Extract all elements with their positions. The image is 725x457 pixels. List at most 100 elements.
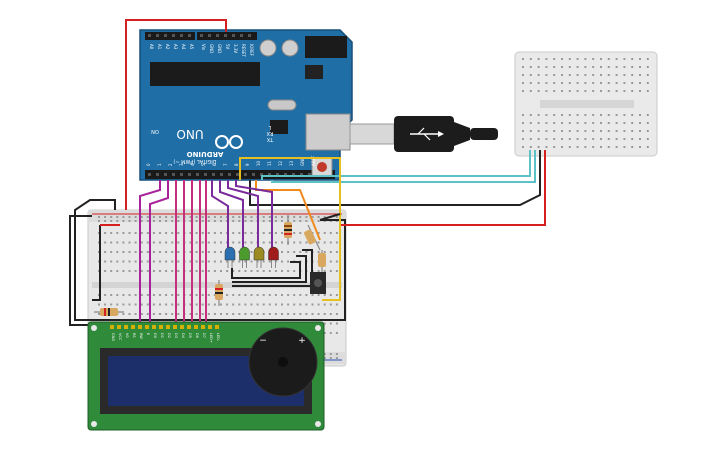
digital-pin-label: 3 (179, 163, 184, 166)
rx-label: RX (266, 130, 273, 136)
lcd-pin[interactable] (208, 325, 212, 329)
digital-pin-label: AREF (311, 155, 316, 166)
lcd-pin-label: GND (111, 333, 115, 341)
wire-black-loop-3[interactable] (232, 249, 313, 287)
leds (224, 246, 279, 268)
wire-led-red[interactable] (235, 180, 273, 248)
led-red[interactable] (268, 246, 279, 268)
wire-led-blue[interactable] (211, 180, 229, 248)
analog-pin-label: A1 (157, 44, 162, 50)
usb-b-port[interactable] (305, 113, 351, 151)
digital-pin-label: 5 (201, 163, 206, 166)
led-green[interactable] (239, 246, 250, 268)
wire-gnd-black-1[interactable] (74, 199, 346, 321)
arduino-model: UNO (176, 127, 203, 141)
wire-black-loop-1[interactable] (231, 261, 301, 279)
digital-pin-label: 7 (223, 163, 228, 166)
lcd-pin[interactable] (166, 325, 170, 329)
lcd-pin[interactable] (138, 325, 142, 329)
lcd-pin[interactable] (117, 325, 121, 329)
lcd-pin-label: V0 (125, 333, 129, 338)
l-label: L (268, 124, 271, 130)
usb-cable[interactable] (349, 116, 498, 152)
wire-orange[interactable] (255, 180, 321, 241)
lcd-pin[interactable] (124, 325, 128, 329)
power-pin-label: 3.3V (233, 44, 238, 53)
lcd-pin-label: D5 (188, 333, 192, 338)
lcd-pin[interactable] (187, 325, 191, 329)
lcd-pin[interactable] (194, 325, 198, 329)
crystal-oscillator (267, 99, 297, 111)
resistor-4[interactable] (94, 308, 124, 316)
lcd-pin[interactable] (110, 325, 114, 329)
wire-red-mini[interactable] (340, 150, 546, 226)
digital-pin-label: 12 (278, 160, 283, 166)
power-pin-label: GND (217, 44, 222, 53)
lcd-pin-label: D0 (153, 333, 157, 338)
wire-5v-red[interactable] (125, 19, 227, 210)
wire-led-yellow[interactable] (227, 180, 259, 248)
piezo-buzzer[interactable]: − + (248, 327, 318, 397)
lcd-pin-label: RW (139, 333, 143, 339)
wire-led-green[interactable] (219, 180, 244, 248)
lcd-pin[interactable] (131, 325, 135, 329)
wires[interactable] (69, 19, 546, 326)
digital-pin-label: 0 (146, 163, 151, 166)
wire-gnd-mini[interactable] (249, 150, 541, 206)
reset-button-cap[interactable] (317, 162, 327, 172)
power-pin-label: Vin (201, 44, 206, 51)
lcd-pin[interactable] (152, 325, 156, 329)
power-label: POWER (170, 180, 189, 186)
lcd-pin-label: LED+ (209, 333, 213, 343)
wire-lcd-1[interactable] (139, 180, 161, 325)
resistor-1[interactable] (284, 215, 292, 245)
lcd-pin[interactable] (145, 325, 149, 329)
atmega-chip (150, 62, 260, 86)
mini-breadboard-holes (522, 58, 649, 148)
wire-cyan-2[interactable] (271, 150, 536, 183)
digital-pin-label: 4 (190, 163, 195, 166)
led-yellow[interactable] (253, 246, 265, 268)
analog-pin-label: A3 (173, 44, 178, 50)
digital-pin-label: 6 (212, 163, 217, 166)
wire-gnd-black-2[interactable] (69, 215, 100, 326)
wire-lcd-2[interactable] (149, 180, 169, 325)
lcd-pin[interactable] (180, 325, 184, 329)
wire-black-end[interactable] (319, 213, 341, 221)
analog-pin-label: A2 (165, 44, 170, 50)
arduino-uno-board[interactable]: ARDUINO UNO ANALOG IN POWER DIGITAL (PWM… (139, 29, 353, 186)
digital-pin-label: 1 (157, 163, 162, 166)
lcd-pin-label: D4 (181, 333, 185, 339)
digital-label: DIGITAL (PWM ~) (173, 158, 216, 164)
resistor-5[interactable] (318, 250, 326, 272)
analog-header[interactable] (145, 32, 195, 40)
resistor-2[interactable] (303, 224, 321, 251)
pushbutton[interactable] (310, 272, 326, 294)
resistor-3[interactable] (215, 280, 223, 306)
on-label: ON (151, 128, 159, 134)
lcd-pin[interactable] (159, 325, 163, 329)
lcd-pin[interactable] (215, 325, 219, 329)
lcd-pin-label: E (146, 333, 150, 335)
analog-pin-label: A0 (149, 44, 154, 50)
power-pin-label: GND (209, 44, 214, 53)
lcd-pin[interactable] (201, 325, 205, 329)
lcd-pin-label: VCC (118, 333, 122, 341)
analog-label: ANALOG IN (216, 180, 244, 186)
lcd-pin-label: LED- (216, 333, 220, 342)
wire-black-short[interactable] (92, 225, 101, 301)
voltage-regulator (305, 65, 323, 79)
mini-breadboard[interactable] (514, 51, 658, 157)
wire-black-loop-2[interactable] (232, 255, 307, 283)
wire-yellow[interactable] (239, 157, 341, 301)
power-jack[interactable] (305, 36, 347, 58)
led-blue[interactable] (224, 246, 236, 268)
digital-pin-label: 9 (245, 163, 250, 166)
digital-pin-label: 11 (267, 160, 272, 166)
wire-cyan-1[interactable] (261, 150, 531, 180)
lcd-pin[interactable] (173, 325, 177, 329)
